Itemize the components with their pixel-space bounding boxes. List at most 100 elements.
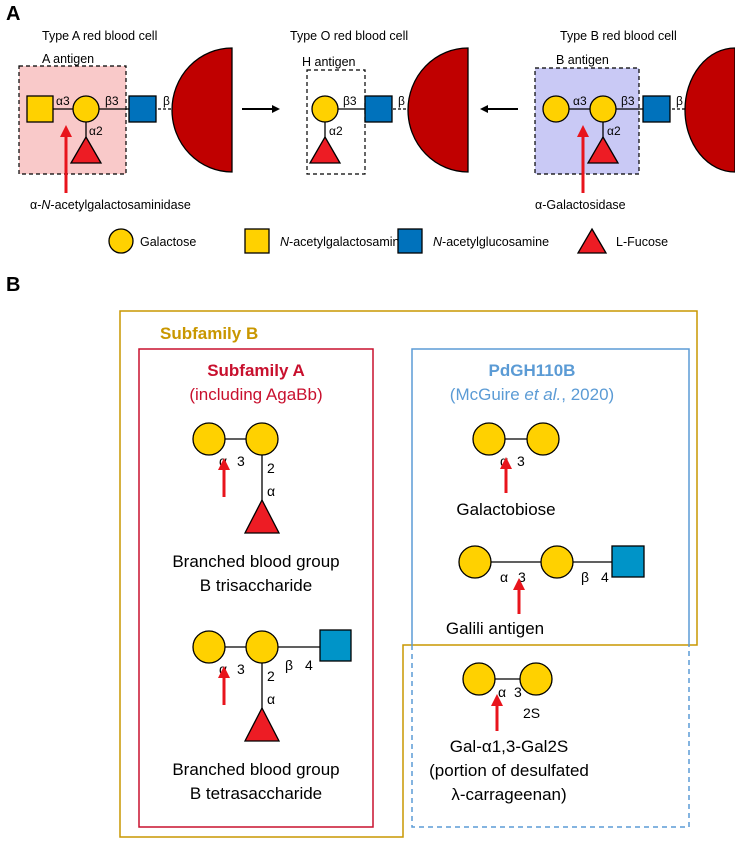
link-alpha3: α3	[56, 94, 70, 108]
legend-galactose: Galactose	[140, 235, 196, 249]
subfamily-a-box	[138, 348, 374, 828]
galactose-circle-icon	[472, 422, 506, 456]
h-antigen-box	[306, 69, 366, 175]
glcnac-square-icon	[364, 95, 393, 123]
red-blood-cell-icon	[407, 47, 469, 173]
glcnac-square-icon	[128, 95, 157, 123]
link-alpha2: α2	[607, 124, 621, 138]
galactose-circle-icon	[462, 662, 496, 696]
link-beta3: β3	[621, 94, 635, 108]
fucose-triangle-icon	[243, 498, 281, 534]
link-beta3: β3	[343, 94, 357, 108]
pdgh110b-reference: (McGuire et al., 2020)	[450, 385, 614, 404]
type-o-cell-label: Type O red blood cell	[290, 29, 408, 43]
type-o-group: Type O red blood cell H antigen β3 β α2	[290, 29, 469, 175]
bond-label-beta: β	[285, 657, 293, 673]
trisaccharide-label-2: B trisaccharide	[200, 576, 312, 595]
bond-label-3: 3	[518, 569, 526, 585]
galactose-circle-icon	[245, 630, 279, 664]
galactose-circle-icon	[519, 662, 553, 696]
galactose-circle-icon	[540, 545, 574, 579]
bond-label-3: 3	[514, 684, 522, 700]
legend-fucose: L-Fucose	[616, 235, 668, 249]
link-beta: β	[398, 94, 405, 108]
galactose-circle-icon	[311, 95, 339, 123]
enzyme-a-label: α-N-acetylgalactosaminidase	[30, 198, 191, 212]
galactose-circle-icon	[192, 630, 226, 664]
bond-label-2: 2	[267, 668, 275, 684]
a-antigen-label: A antigen	[42, 52, 94, 66]
glcnac-square-icon	[319, 629, 352, 662]
galili-label: Galili antigen	[446, 619, 544, 638]
pdgh110b-title: PdGH110B	[489, 361, 576, 380]
galactose-circle-icon	[192, 422, 226, 456]
galactose-circle-icon	[458, 545, 492, 579]
bond-label-alpha: α	[500, 569, 508, 585]
bond-label-3: 3	[237, 453, 245, 469]
red-blood-cell-icon	[684, 47, 735, 173]
fucose-triangle-icon	[586, 135, 620, 164]
tetrasaccharide-label-2: B tetrasaccharide	[190, 784, 322, 803]
gal2s-label-3: λ-carrageenan)	[451, 785, 566, 804]
type-b-group: Type B red blood cell B antigen α3 β3 β …	[534, 29, 735, 212]
bond-label-alpha: α	[267, 691, 275, 707]
fucose-triangle-icon	[576, 227, 608, 254]
galnac-square-icon	[26, 95, 54, 123]
b-tetrasaccharide: α 3 β 4 2 α	[192, 629, 352, 742]
type-a-group: Type A red blood cell A antigen α3 β3 β …	[18, 29, 233, 212]
glcnac-square-icon	[397, 228, 423, 254]
bond-label-alpha: α	[267, 483, 275, 499]
galactose-circle-icon	[526, 422, 560, 456]
bond-label-4: 4	[601, 569, 609, 585]
bond-label-2: 2	[267, 460, 275, 476]
trisaccharide-label-1: Branched blood group	[172, 552, 339, 571]
fucose-triangle-icon	[69, 135, 103, 164]
bond-label-3: 3	[517, 453, 525, 469]
bond-label-2s: 2S	[523, 705, 540, 721]
gal2s-label-1: Gal-α1,3-Gal2S	[450, 737, 569, 756]
tetrasaccharide-label-1: Branched blood group	[172, 760, 339, 779]
glcnac-square-icon	[642, 95, 671, 123]
pdgh110b-box	[411, 348, 690, 645]
subfamily-b-title: Subfamily B	[160, 324, 258, 343]
red-blood-cell-icon	[171, 47, 233, 173]
type-b-cell-label: Type B red blood cell	[560, 29, 677, 43]
enzyme-b-label: α-Galactosidase	[535, 198, 626, 212]
link-alpha2: α2	[329, 124, 343, 138]
gal2s-label-2: (portion of desulfated	[429, 761, 589, 780]
link-beta3: β3	[105, 94, 119, 108]
fucose-triangle-icon	[243, 706, 281, 742]
galactose-circle-icon	[72, 95, 100, 123]
gal-alpha13-gal2s: α 3 2S	[462, 662, 553, 731]
pdgh110b-box-dashed	[411, 645, 690, 828]
link-beta: β	[676, 94, 683, 108]
link-alpha3: α3	[573, 94, 587, 108]
b-trisaccharide: α 3 2 α	[192, 422, 281, 534]
panel-b-label: B	[6, 274, 20, 296]
galactobiose: α 3	[472, 422, 560, 493]
galactose-circle-icon	[542, 95, 570, 123]
link-beta: β	[163, 94, 170, 108]
bond-label-4: 4	[305, 657, 313, 673]
galactose-circle-icon	[589, 95, 617, 123]
galactobiose-label: Galactobiose	[456, 500, 555, 519]
b-antigen-label: B antigen	[556, 53, 609, 67]
legend-galnac: N-acetylgalactosamine	[280, 235, 406, 249]
bond-label-alpha: α	[498, 684, 506, 700]
link-alpha2: α2	[89, 124, 103, 138]
subfamily-a-subtitle: (including AgaBb)	[189, 385, 322, 404]
bond-label-beta: β	[581, 569, 589, 585]
galactose-circle-icon	[245, 422, 279, 456]
subfamily-a-title: Subfamily A	[207, 361, 305, 380]
bond-label-3: 3	[237, 661, 245, 677]
h-antigen-label: H antigen	[302, 55, 356, 69]
galili-antigen: α 3 β 4	[458, 545, 645, 614]
legend: Galactose N-acetylgalactosamine N-acetyl…	[108, 227, 668, 254]
type-a-cell-label: Type A red blood cell	[42, 29, 157, 43]
galactose-circle-icon	[108, 228, 134, 254]
subfamily-b-box	[119, 310, 698, 838]
fucose-triangle-icon	[308, 135, 342, 164]
galnac-square-icon	[244, 228, 270, 254]
legend-glcnac: N-acetylglucosamine	[433, 235, 549, 249]
